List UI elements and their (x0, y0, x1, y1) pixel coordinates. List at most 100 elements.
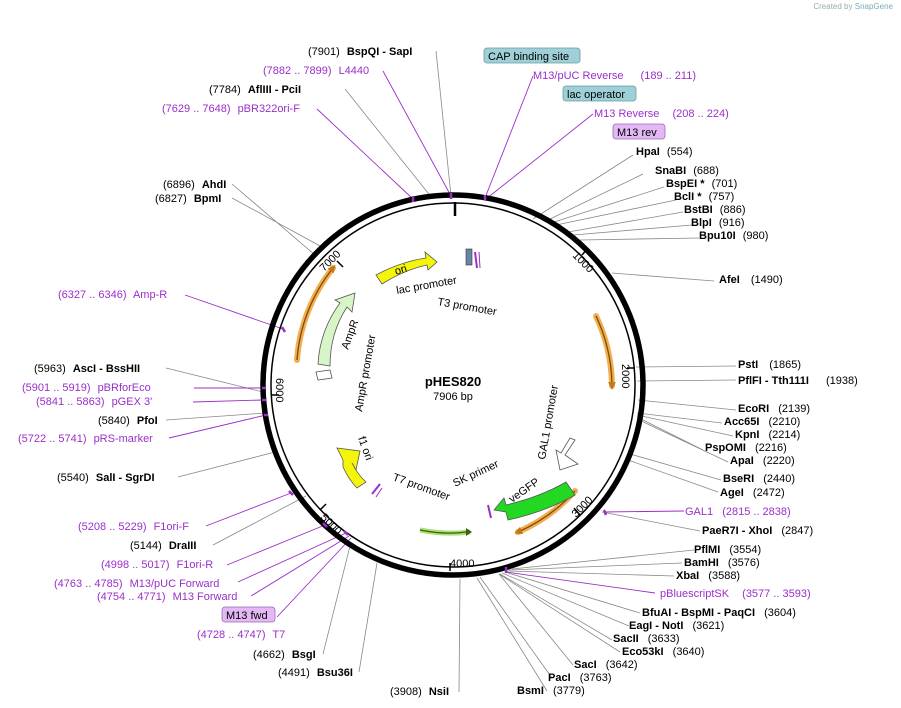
site-name: SacI (574, 659, 597, 671)
svg-text:(4662) BsgI: (4662) BsgI (253, 649, 316, 661)
site-name: HpaI (636, 146, 660, 158)
feature-range: (5722 .. 5741) (18, 433, 87, 445)
site-pos: (3576) (728, 557, 760, 569)
svg-text:(7882 .. 7899) L4440: (7882 .. 7899) L4440 (263, 65, 369, 77)
svg-text:(4998 .. 5017) F1ori-R: (4998 .. 5017) F1ori-R (101, 559, 213, 571)
site-name: PspOMI (705, 442, 746, 454)
ampr-feature (317, 292, 356, 367)
feature-name: M13/pUC Forward (130, 578, 220, 590)
svg-text:(5208 .. 5229) F1ori-F: (5208 .. 5229) F1ori-F (78, 521, 189, 533)
svg-text:(7901) BspQI - SapI: (7901) BspQI - SapI (308, 46, 412, 58)
feature-name: GAL1 (685, 506, 713, 518)
site-name: BseRI (723, 473, 754, 485)
svg-text:(4754 .. 4771) M13 Forward: (4754 .. 4771) M13 Forward (97, 591, 237, 603)
feature-range: (5841 .. 5863) (36, 396, 105, 408)
svg-text:Eco53kI (3640): Eco53kI (3640) (622, 646, 704, 658)
site-pos: (3908) (390, 686, 422, 698)
tick-marks (271, 247, 635, 571)
feature-lines (168, 70, 685, 618)
site-name: BclI * (674, 191, 702, 203)
label-lac-promoter: lac promoter (395, 274, 458, 296)
sk-primer-mark (487, 504, 492, 519)
site-pos: (1490) (751, 274, 783, 286)
site-name: PfoI (137, 415, 158, 427)
feature-name: F1ori-F (154, 521, 190, 533)
site-name: AfeI (719, 274, 740, 286)
site-pos: (3604) (764, 607, 796, 619)
svg-text:PflMI (3554): PflMI (3554) (694, 544, 761, 556)
svg-text:Acc65I (2210): Acc65I (2210) (724, 416, 800, 428)
m13-rev-label: M13 rev (617, 127, 657, 139)
site-name: SacII (613, 633, 639, 645)
label-t7-promoter: T7 promoter (391, 472, 452, 504)
svg-text:KpnI (2214): KpnI (2214) (735, 429, 800, 441)
label-ampr: AmpR (340, 318, 362, 351)
site-pos: (701) (712, 178, 738, 190)
site-pos: (6827) (155, 193, 187, 205)
site-name: Eco53kI (622, 646, 664, 658)
site-pos: (2216) (755, 442, 787, 454)
site-name: PaeR7I - XhoI (702, 525, 772, 537)
m13-fwd-mark (375, 487, 383, 498)
svg-text:BseRI (2440): BseRI (2440) (723, 473, 795, 485)
label-gal1-promoter: GAL1 promoter (536, 384, 561, 460)
feature-range: (4728 .. 4747) (197, 629, 266, 641)
site-pos: (3642) (606, 659, 638, 671)
feature-range: (3577 .. 3593) (742, 588, 811, 600)
feature-name: M13 Forward (173, 591, 238, 603)
site-name: AflIII - PciI (248, 84, 301, 96)
svg-text:(6896) AhdI: (6896) AhdI (163, 179, 226, 191)
site-pos: (7901) (308, 46, 340, 58)
credit-brand: SnapGene (854, 2, 893, 11)
feature-name: F1ori-R (177, 559, 214, 571)
inner-ring (270, 202, 636, 568)
site-pos: (2440) (763, 473, 795, 485)
site-name: BfuAI - BspMI - PaqCI (642, 607, 755, 619)
site-pos: (2214) (769, 429, 801, 441)
svg-text:AfeI (1490): AfeI (1490) (719, 274, 783, 286)
svg-text:(5144) DraIII: (5144) DraIII (130, 540, 196, 552)
backbone-ring (260, 192, 646, 578)
left-site-labels: (7901) BspQI - SapI (7784) AflIII - PciI… (34, 46, 449, 698)
svg-text:SacI (3642): SacI (3642) (574, 659, 638, 671)
svg-text:PstI (1865): PstI (1865) (738, 359, 801, 371)
svg-text:EagI - NotI (3621): EagI - NotI (3621) (629, 620, 724, 632)
feature-range: (2815 .. 2838) (722, 506, 791, 518)
svg-text:GAL1 (2815 .. 2838): GAL1 (2815 .. 2838) (685, 506, 791, 518)
site-pos: (2220) (763, 455, 795, 467)
snapgene-credit: Created by SnapGene (813, 2, 893, 11)
feature-range: (6327 .. 6346) (58, 289, 127, 301)
box-m13-fwd (221, 606, 276, 623)
feature-labels: M13/pUC Reverse (189 .. 211) M13 Reverse… (18, 65, 811, 641)
svg-text:(4491) Bsu36I: (4491) Bsu36I (278, 667, 353, 679)
site-name: XbaI (676, 570, 699, 582)
site-name: BstBI (684, 204, 713, 216)
m13-fwd-label: M13 fwd (226, 610, 268, 622)
svg-text:(5901 .. 5919) pBRforEco: (5901 .. 5919) pBRforEco (22, 382, 151, 394)
feature-name: L4440 (339, 65, 370, 77)
site-pos: (3633) (648, 633, 680, 645)
site-name: BsgI (292, 649, 316, 661)
feature-range: (4754 .. 4771) (97, 591, 166, 603)
svg-text:BlpI (916): BlpI (916) (691, 217, 745, 229)
site-name: KpnI (735, 429, 759, 441)
feature-range: (189 .. 211) (641, 70, 696, 82)
site-name: AscI - BssHII (73, 363, 140, 375)
site-name: BamHI (684, 557, 719, 569)
feature-name: M13/pUC Reverse (533, 70, 623, 82)
site-pos: (3763) (580, 672, 612, 684)
t7-promoter-mark (371, 483, 381, 495)
svg-text:(6827) BpmI: (6827) BpmI (155, 193, 221, 205)
label-t3-promoter: T3 promoter (436, 296, 497, 318)
site-pos: (4662) (253, 649, 285, 661)
feature-name: M13 Reverse (594, 108, 659, 120)
feature-name: pBRforEco (98, 382, 151, 394)
site-pos: (3554) (729, 544, 761, 556)
box-lac-operator (562, 85, 637, 102)
site-lines (165, 50, 737, 693)
site-pos: (2847) (781, 525, 813, 537)
svg-text:BamHI (3576): BamHI (3576) (684, 557, 760, 569)
site-name: BpmI (194, 193, 222, 205)
site-pos: (7784) (209, 84, 241, 96)
right-site-labels: HpaI (554) SnaBI (688) BspEI * (701) Bcl… (517, 146, 858, 697)
